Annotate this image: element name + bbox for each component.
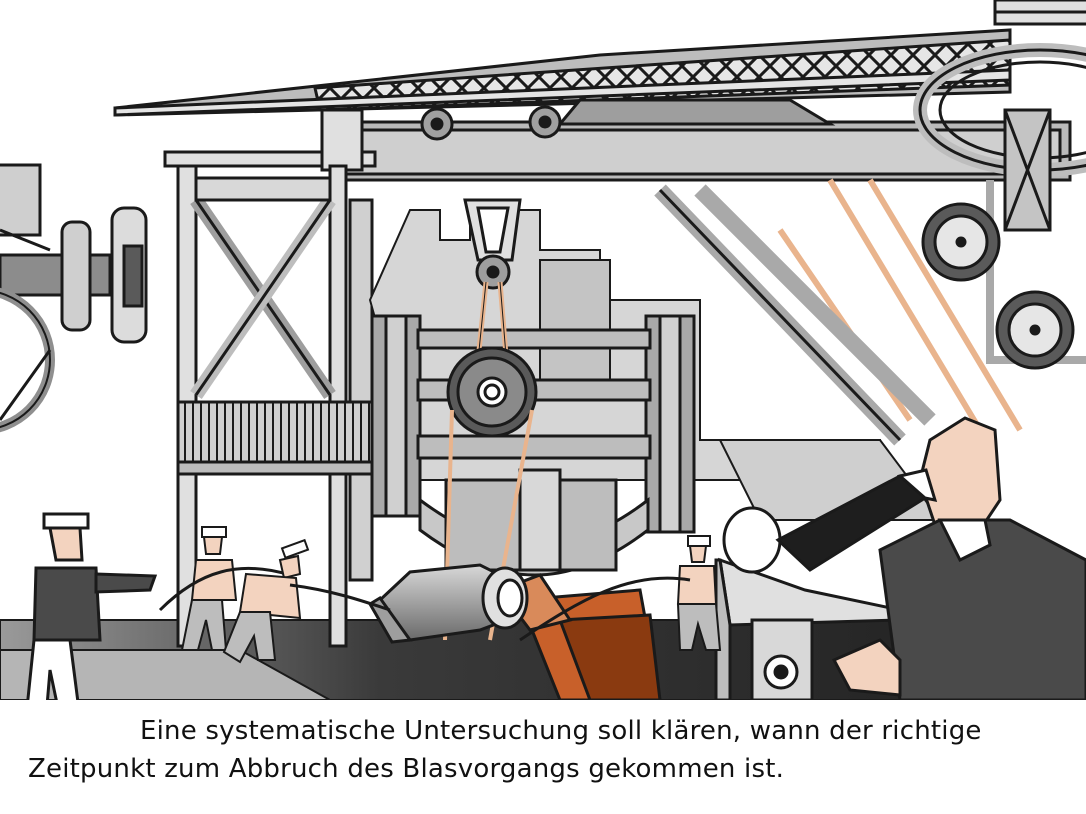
left-gear-machinery xyxy=(0,163,148,433)
right-pulleys xyxy=(654,108,1086,446)
caption: Eine systematische Untersuchung soll klä… xyxy=(0,700,1086,814)
support-frame xyxy=(176,164,374,648)
pulley-assembly xyxy=(443,198,538,641)
worker-figure-2 xyxy=(222,538,391,664)
worker-figure-1 xyxy=(158,526,291,651)
control-lever-machine xyxy=(714,506,902,700)
converter-vessel xyxy=(367,563,662,700)
foreman-figure xyxy=(26,512,158,700)
caption-line-2: Zeitpunkt zum Abbruch des Blasvorgangs g… xyxy=(28,754,785,784)
illustration-scene xyxy=(0,0,1086,700)
caption-line-1: Eine systematische Untersuchung soll klä… xyxy=(140,716,982,746)
observer-figure xyxy=(775,416,1086,700)
worker-figure-3 xyxy=(519,535,722,651)
